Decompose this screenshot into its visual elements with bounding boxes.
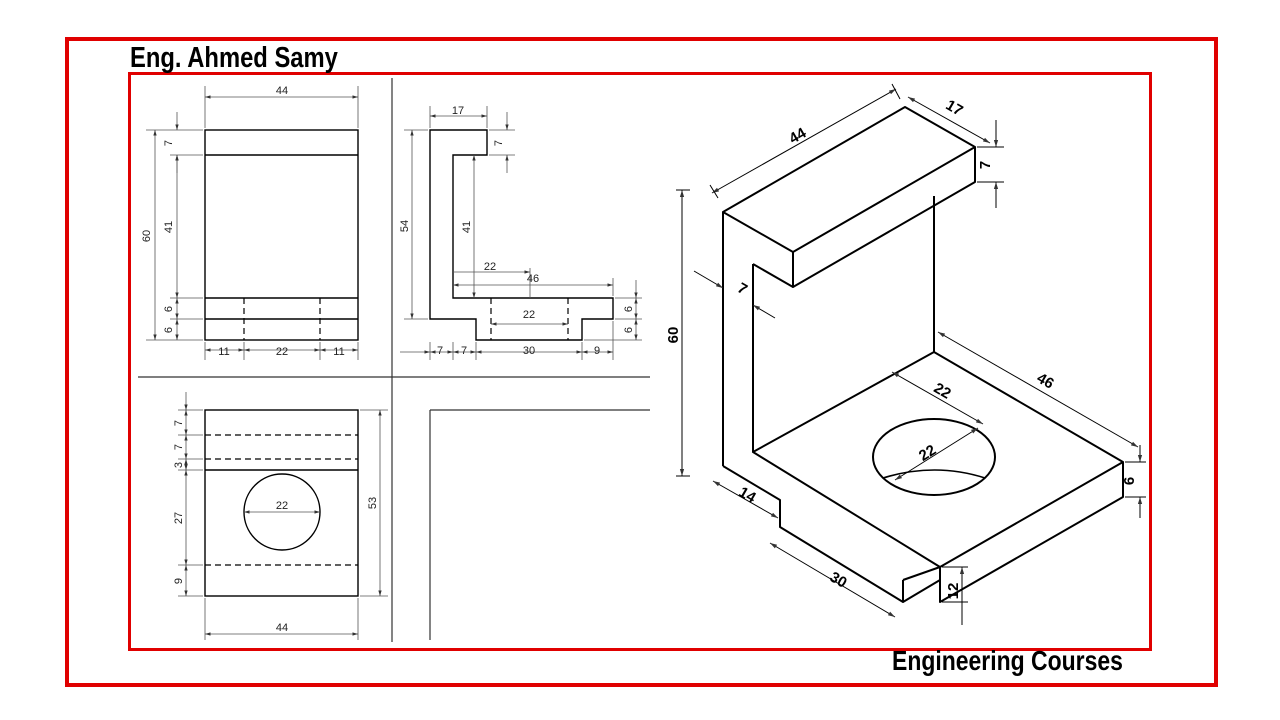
top-view: 7 7 3 27 9 22 53 44 <box>173 392 388 640</box>
iso-length-label: 44 <box>786 124 810 147</box>
isometric-view: 44 17 7 60 7 46 22 22 6 14 30 12 <box>665 83 1146 625</box>
front-width-label: 44 <box>276 85 288 97</box>
top-view-dimensions <box>178 392 388 640</box>
top-band-1-label: 7 <box>173 420 185 426</box>
front-view-dimensions <box>146 86 359 360</box>
iso-wall-label: 7 <box>734 280 750 299</box>
side-base-length-label: 46 <box>527 273 539 285</box>
top-band-3-label: 3 <box>173 462 185 468</box>
isometric-dimensions <box>676 83 1146 625</box>
front-view-outline <box>204 129 359 341</box>
front-view: 44 60 7 41 6 6 11 22 11 <box>141 85 359 360</box>
top-view-hidden-lines <box>205 434 358 566</box>
front-bottom-left-label: 11 <box>218 346 229 358</box>
iso-base-length-label: 46 <box>1034 370 1057 393</box>
isometric-body <box>722 106 1124 603</box>
side-view: 17 7 54 41 22 46 22 6 6 7 7 30 9 <box>399 105 642 360</box>
top-hole-diameter-label: 22 <box>276 500 288 512</box>
front-view-hidden-lines <box>243 298 321 340</box>
front-bottom-right-label: 11 <box>333 346 344 358</box>
side-bottom-c-label: 30 <box>523 345 535 357</box>
side-base-upper-label: 6 <box>623 306 635 312</box>
side-upright-label: 54 <box>399 220 411 232</box>
top-depth-label: 53 <box>367 497 379 509</box>
side-hole-offset-label: 22 <box>484 261 496 273</box>
iso-slot-length-label: 30 <box>827 569 850 592</box>
iso-height-label: 60 <box>665 327 682 344</box>
front-top-band-label: 7 <box>163 140 175 146</box>
front-height-label: 60 <box>141 230 153 242</box>
iso-flange-top <box>722 106 976 253</box>
top-to-hole-label: 27 <box>173 512 185 524</box>
side-flange-thickness-label: 7 <box>493 140 505 146</box>
front-base-upper-label: 6 <box>163 306 175 312</box>
top-width-label: 44 <box>276 622 288 634</box>
iso-hole-offset-label: 22 <box>931 380 954 403</box>
side-view-hidden-lines <box>490 298 569 340</box>
inner-frame <box>128 72 1152 651</box>
side-bottom-b-label: 7 <box>461 345 467 357</box>
iso-flange-front <box>792 147 976 288</box>
iso-base-side <box>939 462 1124 603</box>
side-view-dimensions <box>400 106 642 360</box>
top-band-2-label: 7 <box>173 444 185 450</box>
front-base-lower-label: 6 <box>163 327 175 333</box>
side-bottom-a-label: 7 <box>437 345 443 357</box>
side-slot-label: 22 <box>523 309 535 321</box>
iso-step-width-label: 14 <box>736 484 760 507</box>
top-bottom-margin-label: 9 <box>173 578 185 584</box>
iso-hole-diameter-label: 22 <box>916 442 939 465</box>
iso-base-thickness-label: 6 <box>1121 477 1138 485</box>
outer-frame <box>65 37 1218 687</box>
iso-flange-height-label: 7 <box>977 161 994 169</box>
channel-title: Engineering Courses <box>892 645 1123 676</box>
iso-step-height-label: 12 <box>945 583 962 600</box>
view-dividers <box>138 78 650 642</box>
side-view-outline <box>429 129 614 341</box>
side-flange-label: 17 <box>452 105 464 117</box>
front-web-label: 41 <box>163 221 175 233</box>
side-upright-inner-label: 41 <box>461 221 473 233</box>
side-bottom-d-label: 9 <box>594 345 600 357</box>
iso-flange-depth-label: 17 <box>943 97 966 120</box>
side-base-lower-label: 6 <box>623 327 635 333</box>
front-bottom-middle-label: 22 <box>276 346 288 358</box>
author-title: Eng. Ahmed Samy <box>130 42 338 74</box>
